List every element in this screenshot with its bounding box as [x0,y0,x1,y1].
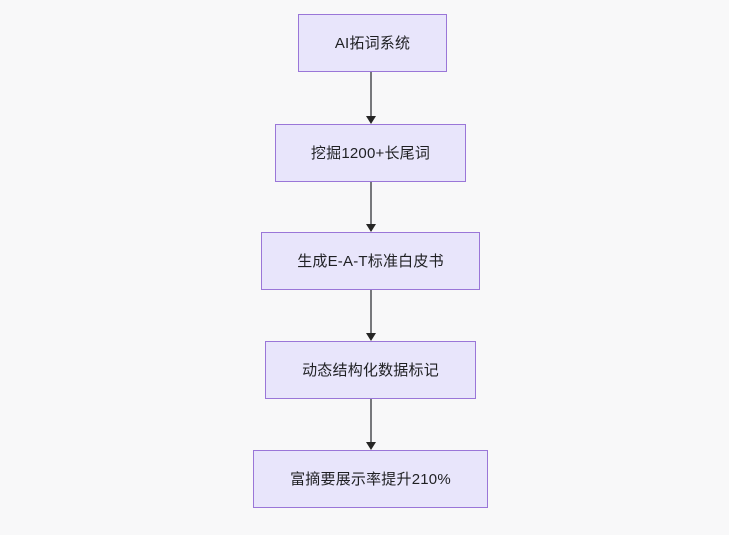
flow-node-label: 生成E-A-T标准白皮书 [297,252,444,270]
flow-node-rich-snippet-rate-increase[interactable]: 富摘要展示率提升210% [253,450,488,508]
flow-arrowhead-n4-n5 [365,442,376,450]
flow-node-generate-eat-whitepaper[interactable]: 生成E-A-T标准白皮书 [261,232,480,290]
flow-edge-n4-n5 [370,399,372,442]
flow-node-ai-keyword-system[interactable]: AI拓词系统 [298,14,447,72]
flow-node-label: 挖掘1200+长尾词 [310,144,431,162]
flow-edge-n1-n2 [370,72,372,116]
flow-node-label: 动态结构化数据标记 [302,361,439,379]
flow-arrowhead-n3-n4 [365,333,376,341]
flow-edge-n2-n3 [370,182,372,224]
flow-edge-n3-n4 [370,290,372,333]
flow-node-mine-longtail-keywords[interactable]: 挖掘1200+长尾词 [275,124,466,182]
flow-arrowhead-n2-n3 [365,224,376,232]
flow-node-label: 富摘要展示率提升210% [290,470,451,488]
flow-node-label: AI拓词系统 [334,34,411,52]
flow-node-dynamic-structured-data-markup[interactable]: 动态结构化数据标记 [265,341,476,399]
flow-arrowhead-n1-n2 [365,116,376,124]
